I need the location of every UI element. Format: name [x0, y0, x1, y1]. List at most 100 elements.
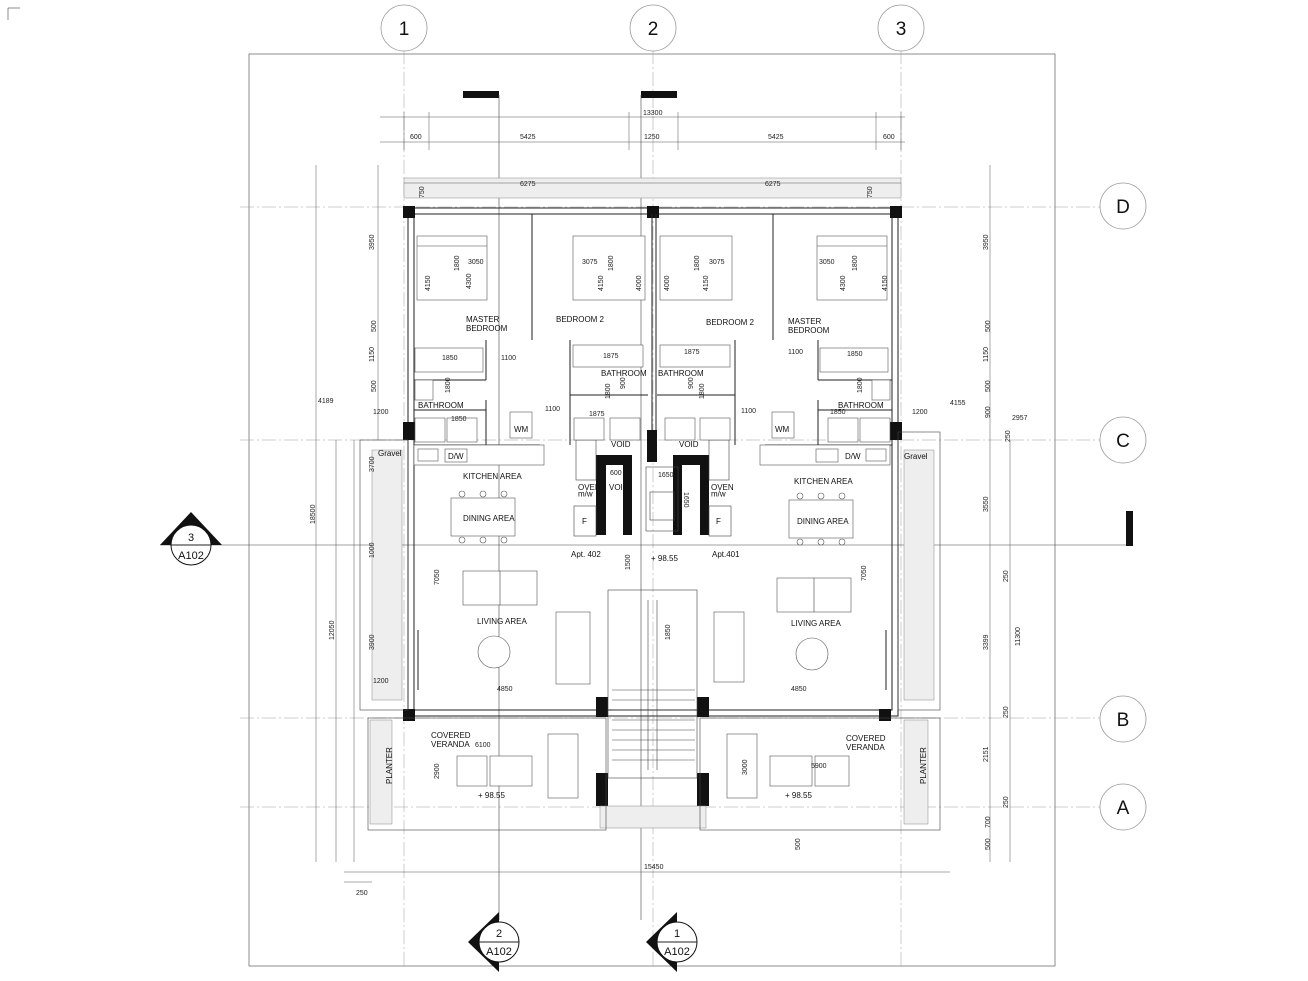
dim-bed-l-1850: 1850 — [442, 355, 458, 362]
dim-bed-l-3050: 3050 — [468, 259, 484, 266]
dim-top-600-left: 600 — [410, 134, 422, 141]
dim-bath2-l-1875: 1875 — [589, 411, 605, 418]
dim-ver-r-5900: 5900 — [811, 763, 827, 770]
grid-label-1: 1 — [399, 19, 410, 40]
dim-right-250a: 250 — [1005, 430, 1012, 442]
fridge-left: F — [582, 517, 587, 526]
dim-left-3700: 3700 — [369, 456, 376, 472]
dim-core-1650-a: 1650 — [658, 472, 674, 479]
grid-bubble-3: 3 — [877, 4, 925, 52]
dim-bed-l-1100: 1100 — [501, 355, 516, 362]
gravel-label-left: Gravel — [378, 449, 402, 458]
dim-left-4189: 4189 — [318, 398, 334, 405]
grid-bubble-1: 1 — [380, 4, 428, 52]
bathroom-label-left-b: BATHROOM — [418, 401, 464, 410]
dim-left-3950: 3950 — [369, 234, 376, 250]
dim-right-250d: 250 — [1003, 796, 1010, 808]
dim-bed-r-1800: 1800 — [852, 255, 859, 271]
dim-bath-r-1850: 1850 — [830, 409, 846, 416]
dim-ver-l-2900: 2900 — [434, 763, 441, 779]
lobby-level: + 98.55 — [651, 554, 678, 563]
dim-bath2-l-1800: 1800 — [605, 383, 612, 399]
dim-bed2-l-1875: 1875 — [603, 353, 619, 360]
dim-right-3950: 3950 — [983, 234, 990, 250]
dim-left-500b: 500 — [371, 380, 378, 392]
dim-left-1150: 1150 — [369, 347, 376, 362]
dim-right-500c: 500 — [985, 838, 992, 850]
bedroom2-label-right: BEDROOM 2 — [706, 318, 755, 327]
dim-right-500b: 500 — [985, 380, 992, 392]
dim-bed2-r-3075: 3075 — [709, 259, 725, 266]
dim-liv-l-7050: 7050 — [434, 569, 441, 585]
grid-bubble-2: 2 — [629, 4, 677, 52]
living-label-left: LIVING AREA — [477, 617, 527, 626]
dim-bed2-r-1800: 1800 — [694, 255, 701, 271]
dining-label-right: DINING AREA — [797, 517, 849, 526]
dim-bed2-r-1875: 1875 — [684, 349, 700, 356]
dim-bed2-l-1800: 1800 — [608, 255, 615, 271]
section-1-number: 1 — [674, 928, 680, 940]
dim-750-left: 750 — [419, 186, 426, 198]
section-3-number: 3 — [188, 532, 194, 544]
dim-bed-l-1800: 1800 — [454, 255, 461, 271]
dim-top-5425-left: 5425 — [520, 134, 536, 141]
living-label-right: LIVING AREA — [791, 619, 841, 628]
dim-right-700: 700 — [985, 816, 992, 828]
dim-core-600: 600 — [610, 470, 622, 477]
section-1-sheet: A102 — [664, 946, 690, 958]
dim-bottom-15450: 15450 — [644, 864, 664, 871]
dim-bed-l-4150: 4150 — [425, 275, 432, 291]
apt-402-label: Apt. 402 — [571, 550, 601, 559]
dim-right-250c: 250 — [1003, 706, 1010, 718]
dim-bed2-l-4150: 4150 — [598, 275, 605, 291]
dim-bath-l-1800: 1800 — [445, 377, 452, 393]
bathroom-label-right-a: BATHROOM — [658, 369, 704, 378]
dim-right-500a: 500 — [985, 320, 992, 332]
dim-left-3900: 3900 — [369, 634, 376, 650]
dim-bed2-r-4150: 4150 — [703, 275, 710, 291]
top-planter: 6275 6275 750 750 — [403, 177, 902, 199]
dim-liv-r-4850: 4850 — [791, 686, 807, 693]
section-2-sheet: A102 — [486, 946, 512, 958]
void-label-left: VOID — [611, 440, 631, 449]
left-dimensions: 18500 12050 4189 3950 500 1150 500 1200 … — [310, 165, 389, 862]
dim-right-1200: 1200 — [912, 409, 928, 416]
dim-top-5425-right: 5425 — [768, 134, 784, 141]
dim-right-3550: 3550 — [983, 496, 990, 512]
dim-right-1150: 1150 — [983, 347, 990, 362]
dw-label-right: D/W — [845, 452, 861, 461]
planter-label-left: PLANTER — [385, 747, 394, 784]
section-marker-2: 2 A102 — [468, 912, 520, 972]
dim-right-2957: 2957 — [1012, 415, 1028, 422]
grid-bubble-C: C — [1099, 416, 1147, 464]
dim-top-total: 13300 — [643, 110, 663, 117]
dim-right-250b: 250 — [1003, 570, 1010, 582]
dim-bed2-l-4000: 4000 — [636, 275, 643, 291]
dim-right-3399: 3399 — [983, 634, 990, 650]
dim-lobby-1500: 1500 — [625, 554, 632, 570]
fridge-right: F — [716, 517, 721, 526]
dim-right-11300: 11300 — [1015, 627, 1022, 646]
dim-bed-r-4300: 4300 — [840, 275, 847, 291]
dim-stair-1850: 1850 — [665, 624, 672, 640]
dining-label-left: DINING AREA — [463, 514, 515, 523]
dim-bath-r-1800: 1800 — [857, 377, 864, 393]
dim-core-1650-b: 1650 — [682, 492, 689, 508]
void-label-right: VOID — [679, 440, 699, 449]
dim-bottom-500: 500 — [795, 838, 802, 850]
dim-bath2-r-1800: 1800 — [699, 383, 706, 399]
gravel-label-right: Gravel — [904, 452, 928, 461]
section-3-sheet: A102 — [178, 550, 204, 562]
grid-label-A: A — [1117, 798, 1130, 819]
kitchen-label-left: KITCHEN AREA — [463, 472, 522, 481]
dim-top-1250: 1250 — [644, 134, 660, 141]
bathroom-label-right-b: BATHROOM — [838, 401, 884, 410]
grid-label-2: 2 — [648, 19, 659, 40]
apt-401-label: Apt.401 — [712, 550, 740, 559]
